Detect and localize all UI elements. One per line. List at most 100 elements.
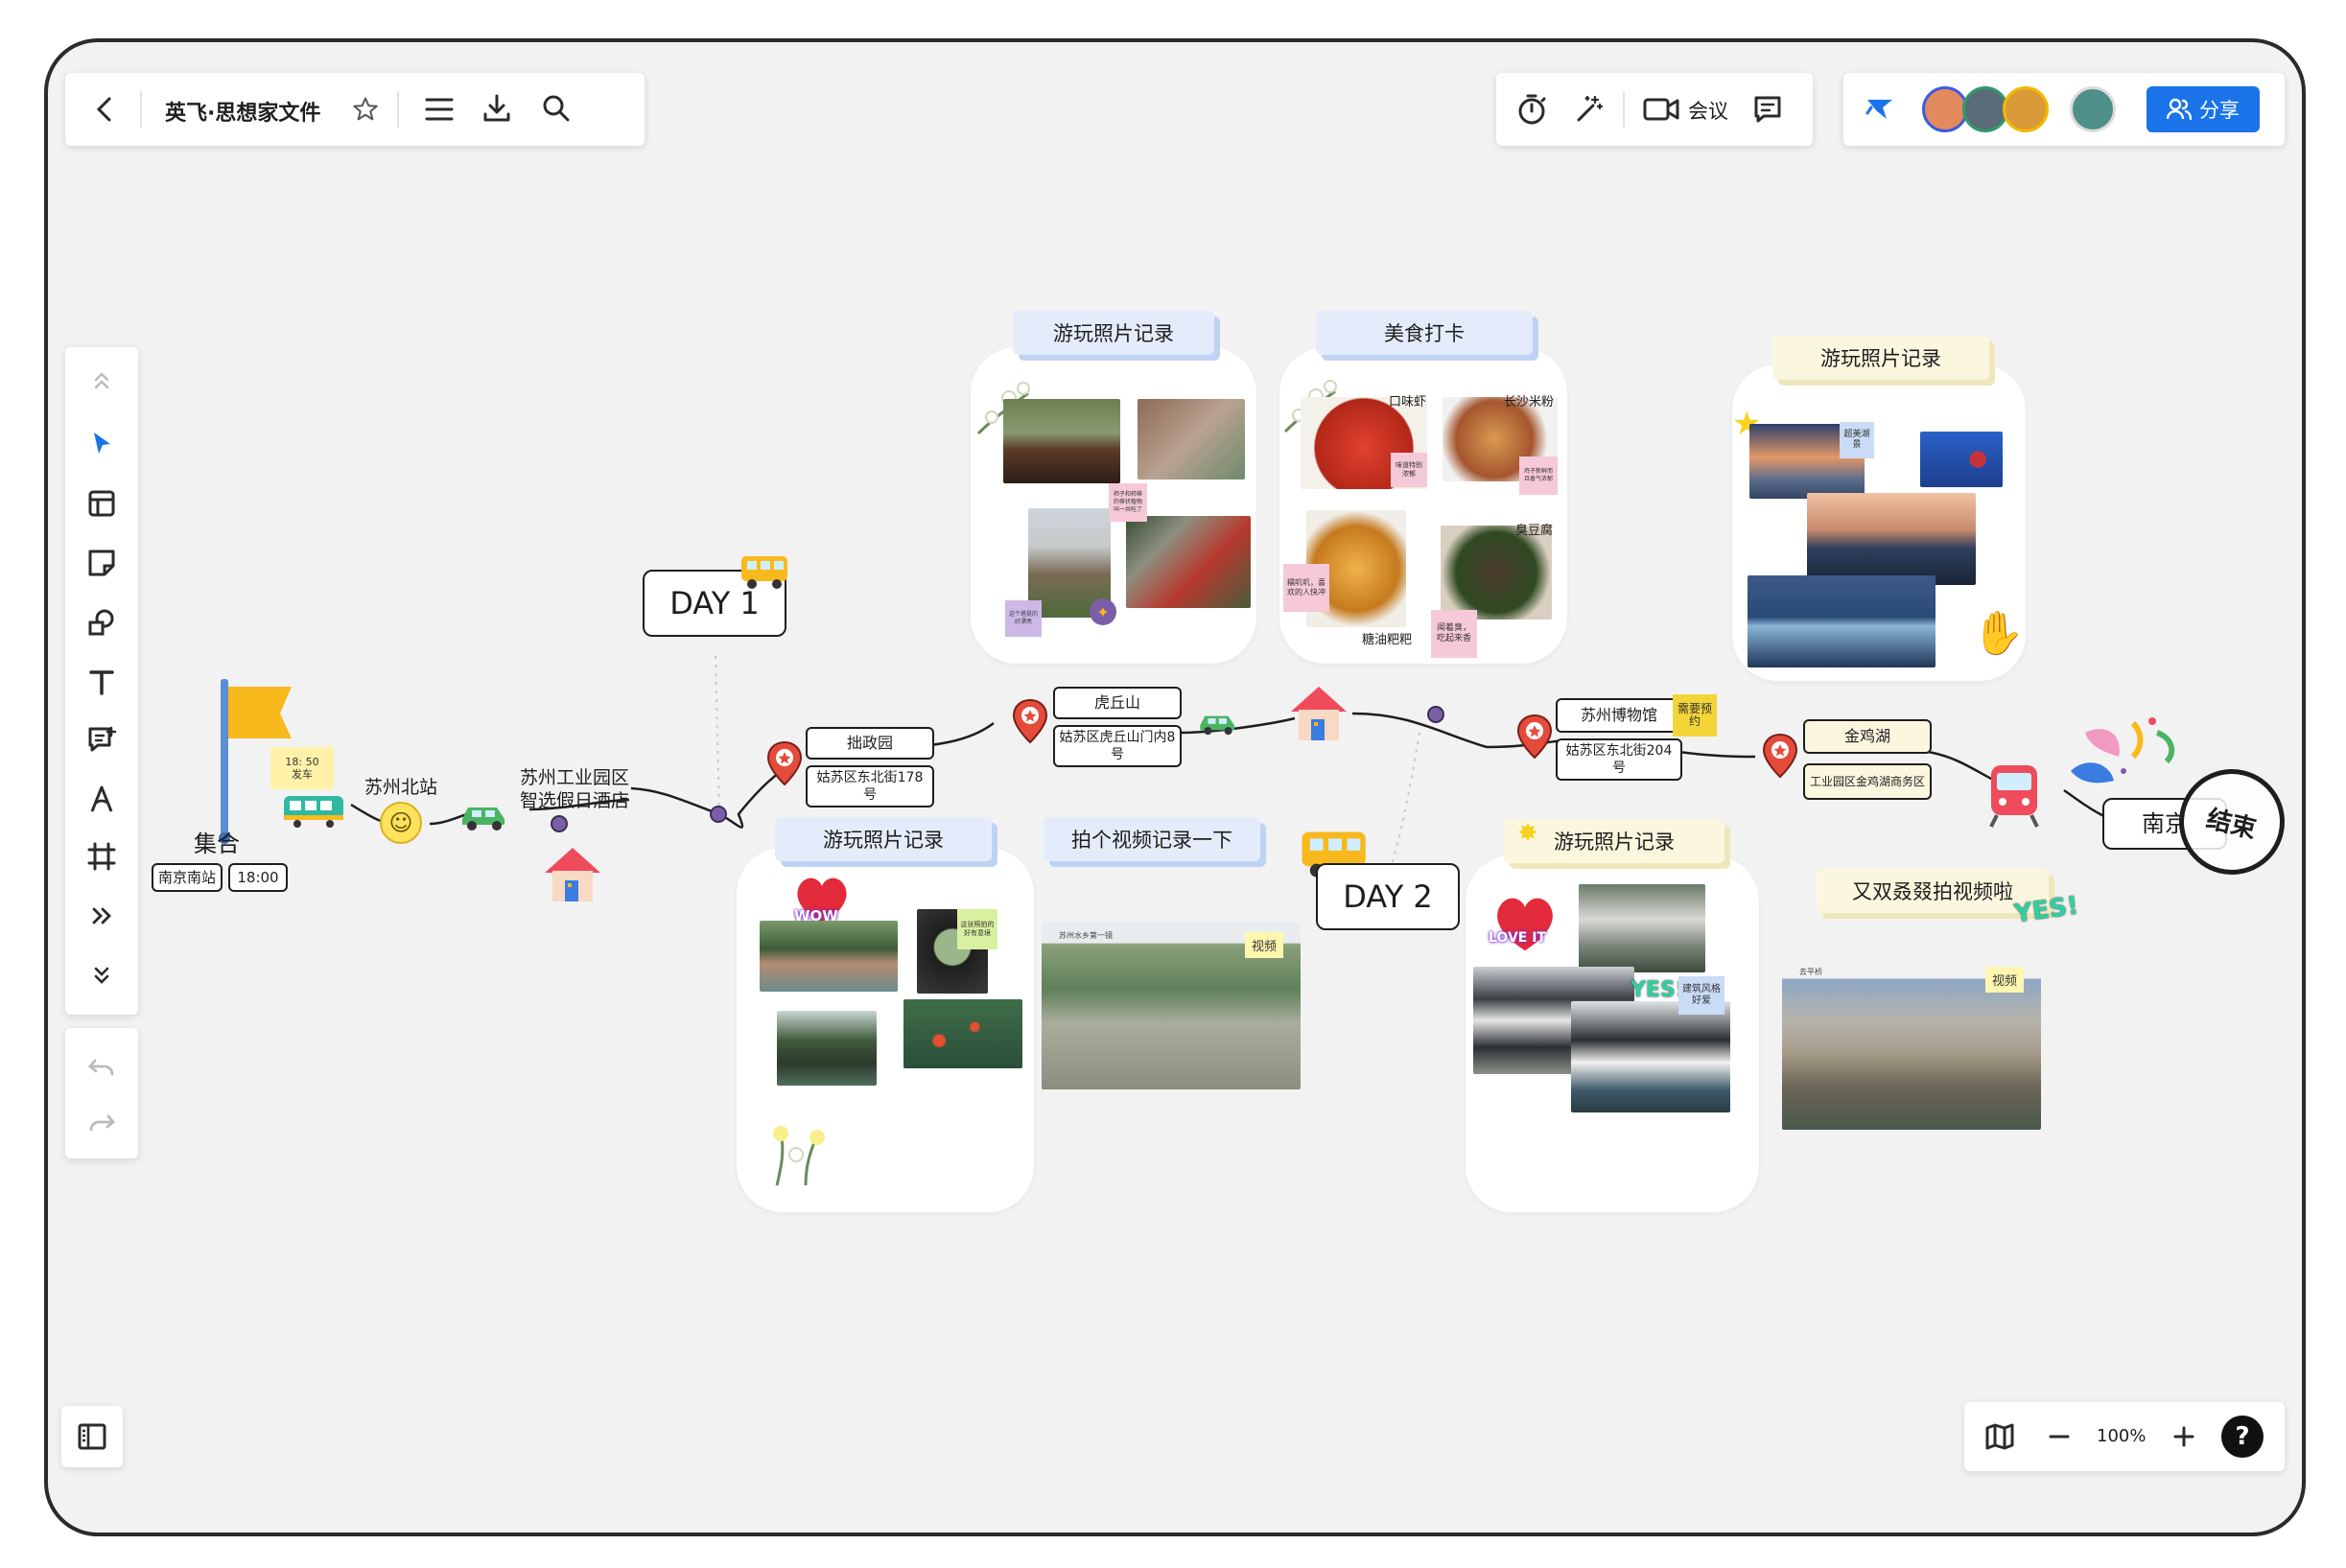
stop-jinji-address[interactable]: 工业园区金鸡湖商务区 — [1803, 763, 1932, 800]
back-icon[interactable] — [86, 91, 123, 128]
shapes-icon[interactable] — [83, 604, 120, 641]
collapse-up-icon[interactable] — [83, 366, 120, 395]
frame-icon[interactable] — [83, 838, 120, 875]
stop-jinji-name[interactable]: 金鸡湖 — [1803, 719, 1932, 754]
share-button[interactable]: 分享 — [2147, 86, 2260, 132]
stop-zhuozheng-name[interactable]: 拙政园 — [806, 727, 934, 760]
photo-garden-pond[interactable] — [760, 921, 898, 992]
depart-note[interactable]: 18: 50 发车 — [270, 747, 334, 789]
stop-hotel-sub[interactable]: 智选假日酒店 — [520, 790, 630, 811]
history-bar — [65, 1028, 138, 1158]
comment-add-icon[interactable] — [83, 721, 120, 758]
food-label: 长沙米粉 — [1504, 395, 1555, 410]
video-tag[interactable]: 视频 — [1245, 932, 1284, 958]
pen-icon[interactable] — [83, 781, 120, 817]
photo-card-title[interactable]: 游玩照片记录 — [1504, 819, 1724, 863]
menu-icon[interactable] — [420, 91, 458, 128]
food-label: 糖油粑粑 — [1362, 633, 1413, 647]
stop-huqiu-address[interactable]: 姑苏区虎丘山门内8号 — [1053, 725, 1182, 767]
photo-gate[interactable] — [1003, 399, 1120, 483]
photo-museum-aerial[interactable] — [1579, 884, 1705, 972]
video-caption: 苏州水乡第一镜 — [1059, 931, 1113, 940]
photo-ferris-wheel[interactable] — [1920, 432, 2003, 487]
stop-museum-name[interactable]: 苏州博物馆 — [1556, 698, 1682, 733]
sticky-note[interactable]: 柿子和柿蒂的蒂状植物叫一共吃了 — [1109, 483, 1147, 522]
timeline-dot[interactable] — [710, 806, 727, 823]
select-pointer-icon[interactable] — [83, 426, 120, 462]
doc-title[interactable]: 英飞·思想家文件 — [165, 102, 321, 126]
sticky-note[interactable]: 鸡子新鲜而且香气浓郁 — [1519, 456, 1558, 495]
follow-cursor-icon[interactable] — [1861, 91, 1899, 128]
food-card-title[interactable]: 美食打卡 — [1316, 311, 1533, 355]
sticky-note[interactable]: 闻着臭，吃起来香 — [1431, 610, 1477, 658]
sticky-note[interactable]: 糯叽叽，喜欢的人快冲 — [1283, 564, 1329, 612]
download-icon[interactable] — [478, 89, 516, 128]
photo-card-title[interactable]: 游玩照片记录 — [1772, 336, 1989, 380]
stop-museum-address[interactable]: 姑苏区东北街204号 — [1556, 738, 1682, 781]
reservation-tag[interactable]: 需要预约 — [1673, 694, 1717, 737]
collapse-down-icon[interactable] — [83, 957, 120, 994]
timeline-dot[interactable] — [551, 815, 568, 832]
zoom-level[interactable]: 100% — [2097, 1426, 2147, 1446]
smiley-sticker: ☺ — [380, 802, 422, 844]
car-sticker — [1197, 710, 1239, 737]
sticky-note[interactable]: 这个塔挺的好漂亮 — [1005, 600, 1042, 637]
video-meeting-icon[interactable] — [1640, 91, 1682, 128]
start-time[interactable]: 18:00 — [228, 863, 288, 892]
photo-koi-pond[interactable] — [903, 999, 1022, 1068]
photo-night-lake[interactable] — [1748, 575, 1935, 667]
timeline-dot[interactable] — [1427, 706, 1444, 723]
sticker-text: WOW — [794, 907, 838, 924]
redo-icon[interactable] — [83, 1105, 120, 1141]
stop-hotel-label[interactable]: 苏州工业园区 — [520, 767, 630, 788]
stop-suzhou-north-label[interactable]: 苏州北站 — [364, 777, 438, 798]
sticky-note[interactable]: 建筑风格好爱 — [1678, 976, 1724, 1015]
video-card-title[interactable]: 拍个视频记录一下 — [1044, 817, 1260, 861]
minimap-icon[interactable] — [1982, 1418, 2018, 1455]
timer-icon[interactable] — [1513, 91, 1550, 128]
video-card-title[interactable]: 又双叒叕拍视频啦 — [1817, 869, 2049, 913]
zoom-in-icon[interactable] — [2166, 1418, 2202, 1455]
love-sticker: LOVE IT — [1487, 890, 1563, 957]
star-sticker: ✸ — [1517, 819, 1538, 848]
sparkle-sticker: ✦ — [1090, 598, 1116, 625]
search-icon[interactable] — [537, 89, 575, 128]
day2-label[interactable]: DAY 2 — [1316, 863, 1460, 930]
photo-pavilion[interactable] — [777, 1011, 877, 1086]
photo-carving[interactable] — [1138, 399, 1245, 480]
meeting-label[interactable]: 会议 — [1688, 100, 1728, 123]
photo-museum-pond[interactable] — [1571, 1001, 1730, 1112]
more-tools-icon[interactable] — [83, 898, 120, 934]
text-icon[interactable] — [83, 664, 120, 700]
template-icon[interactable] — [83, 485, 120, 522]
sticky-note[interactable]: 味道特别浓郁 — [1391, 453, 1427, 487]
start-station[interactable]: 南京南站 — [152, 863, 223, 892]
stop-zhuozheng-address[interactable]: 姑苏区东北街178号 — [806, 765, 934, 807]
yes-sticker: YES! — [1630, 978, 1685, 1002]
video-tag[interactable]: 视频 — [1985, 967, 2025, 993]
sticky-note[interactable]: 超美湖景 — [1840, 422, 1874, 458]
sticky-note[interactable]: 这张照拍的好有意境 — [957, 909, 997, 949]
start-label[interactable]: 集合 — [194, 831, 240, 857]
avatar-group[interactable] — [1922, 86, 2053, 134]
magic-wand-icon[interactable] — [1571, 91, 1607, 128]
star-icon[interactable] — [347, 91, 384, 128]
sticky-note-icon[interactable] — [83, 545, 120, 581]
zoom-out-icon[interactable] — [2041, 1418, 2077, 1455]
photo-skyline[interactable] — [1807, 493, 1976, 585]
sticker-text: LOVE IT — [1489, 930, 1546, 946]
outline-toggle[interactable] — [61, 1406, 123, 1467]
users-icon — [2167, 98, 2192, 121]
photo-stinky-tofu[interactable] — [1441, 526, 1552, 620]
photo-card-title[interactable]: 游玩照片记录 — [775, 817, 992, 861]
comment-icon[interactable] — [1749, 91, 1786, 128]
photo-card-title[interactable]: 游玩照片记录 — [1013, 311, 1214, 355]
undo-icon[interactable] — [83, 1049, 120, 1086]
stop-huqiu-name[interactable]: 虎丘山 — [1053, 687, 1182, 719]
location-pin-icon — [765, 740, 804, 786]
help-icon[interactable]: ? — [2221, 1416, 2264, 1458]
photo-stone-inscription[interactable] — [1126, 516, 1251, 608]
avatar-self[interactable] — [2070, 86, 2116, 132]
avatar[interactable] — [2003, 86, 2049, 132]
day1-label[interactable]: DAY 1 — [643, 570, 786, 637]
